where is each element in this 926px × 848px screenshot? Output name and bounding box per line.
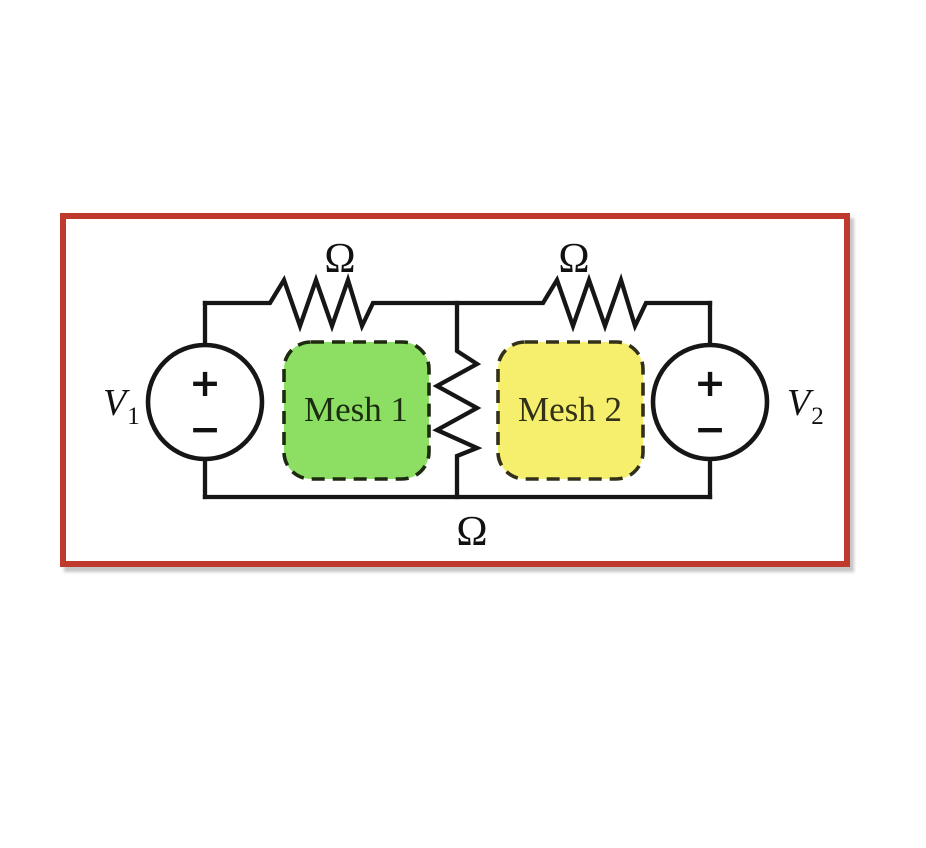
mesh1-region xyxy=(282,340,431,481)
resistor-label-top-right: Ω xyxy=(558,236,590,282)
v1-plus-sign: + xyxy=(189,361,221,405)
v1-label-subscript: 1 xyxy=(127,403,140,430)
v2-label-base: V xyxy=(787,382,811,424)
v2-plus-sign: + xyxy=(694,361,726,405)
v2-minus-sign: − xyxy=(694,407,726,451)
v2-label-subscript: 2 xyxy=(811,403,824,430)
resistor-label-top-left: Ω xyxy=(324,236,356,282)
resistor-label-middle: Ω xyxy=(456,509,488,555)
v1-label: V1 xyxy=(103,382,140,429)
v1-source-circle xyxy=(145,342,265,462)
mesh1-label: Mesh 1 xyxy=(303,390,409,429)
v1-label-base: V xyxy=(103,382,127,424)
v1-minus-sign: − xyxy=(189,407,221,451)
middle-branch-resistor xyxy=(432,300,483,500)
v2-source-circle xyxy=(650,342,770,462)
v2-label: V2 xyxy=(787,382,824,429)
mesh2-label: Mesh 2 xyxy=(517,390,623,429)
mesh2-region xyxy=(496,340,645,481)
